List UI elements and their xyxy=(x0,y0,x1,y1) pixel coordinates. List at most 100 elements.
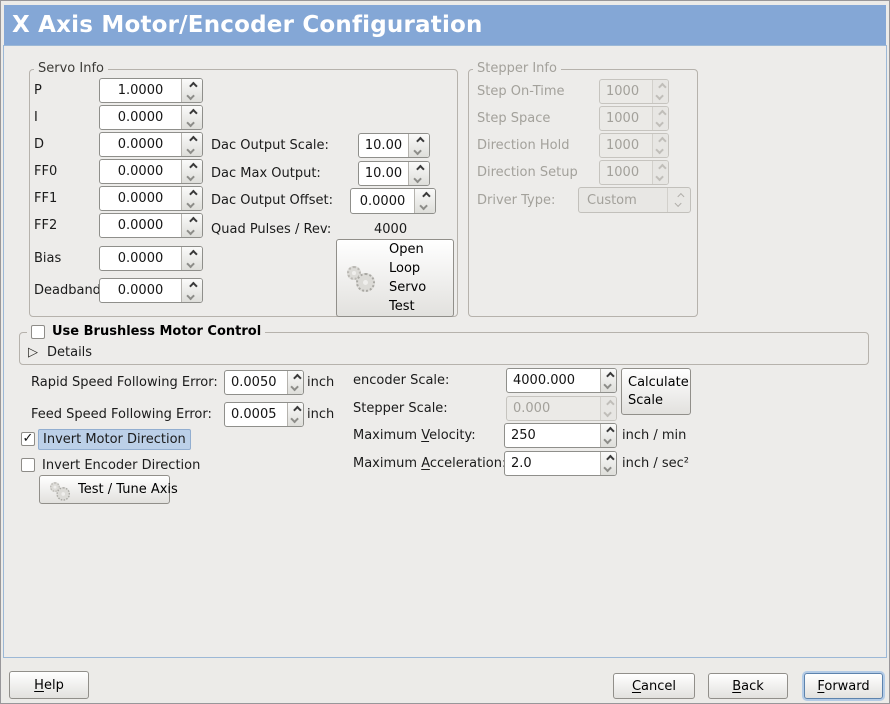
invert-motor-label[interactable]: Invert Motor Direction xyxy=(38,429,191,450)
spin-down-icon[interactable] xyxy=(602,380,612,390)
maximum-velocity-spin-buttons[interactable] xyxy=(600,424,616,447)
dac-output-offset-value[interactable]: 0.0000 xyxy=(359,193,406,209)
maximum-velocity-spinbox[interactable]: 250 xyxy=(504,423,617,448)
open-loop-servo-test-button[interactable]: Open Loop Servo Test xyxy=(336,239,454,317)
use-brushless-label[interactable]: Use Brushless Motor Control xyxy=(52,324,262,339)
dac-output-scale-value[interactable]: 10.00 xyxy=(364,138,403,153)
spin-up-icon[interactable] xyxy=(189,216,198,225)
spin-down-icon[interactable] xyxy=(186,291,195,300)
dac-max-output-spin-buttons[interactable] xyxy=(408,162,429,185)
spin-down-icon[interactable] xyxy=(413,146,422,155)
bias-spinbox-value[interactable]: 0.0000 xyxy=(117,251,164,266)
spin-down-icon[interactable] xyxy=(186,226,195,235)
stepper-scale-label: Stepper Scale: xyxy=(353,401,448,416)
dac-max-output-spinbox[interactable]: 10.00 xyxy=(358,161,430,186)
dac-max-output-value[interactable]: 10.00 xyxy=(364,166,403,181)
dac-output-offset-spinbox[interactable]: 0.0000 xyxy=(350,188,436,214)
spin-up-icon[interactable] xyxy=(189,135,198,144)
help-button-label: Help xyxy=(34,677,64,693)
dac-output-offset-spin-buttons[interactable] xyxy=(414,189,435,213)
rapid-following-error-value[interactable]: 0.0050 xyxy=(231,375,277,390)
spin-down-icon[interactable] xyxy=(289,382,299,392)
spin-down-icon[interactable] xyxy=(186,199,195,208)
i-spin-buttons[interactable] xyxy=(181,106,202,129)
spin-down-icon[interactable] xyxy=(186,145,195,154)
invert-encoder-checkbox[interactable] xyxy=(21,458,35,472)
spin-down-icon[interactable] xyxy=(186,91,195,100)
spin-down-icon[interactable] xyxy=(602,463,612,473)
maximum-velocity-value[interactable]: 250 xyxy=(511,428,536,443)
encoder-scale-value[interactable]: 4000.000 xyxy=(513,373,576,388)
ff0-spin-buttons[interactable] xyxy=(181,160,202,183)
ff2-spin-buttons[interactable] xyxy=(181,214,202,237)
p-spinbox-value[interactable]: 1.0000 xyxy=(117,83,164,98)
spin-up-icon[interactable] xyxy=(416,136,425,145)
spin-down-icon[interactable] xyxy=(289,414,299,424)
ff2-spinbox[interactable]: 0.0000 xyxy=(99,213,203,238)
calculate-scale-button[interactable]: Calculate Scale xyxy=(621,368,691,415)
spin-up-icon[interactable] xyxy=(416,164,425,173)
spin-down-icon[interactable] xyxy=(602,435,612,445)
cancel-button[interactable]: Cancel xyxy=(613,673,695,699)
spin-up-icon[interactable] xyxy=(605,454,615,464)
ff2-spinbox-value[interactable]: 0.0000 xyxy=(117,218,164,233)
maximum-acceleration-spin-buttons[interactable] xyxy=(600,452,616,475)
bias-spinbox[interactable]: 0.0000 xyxy=(99,246,203,271)
invert-encoder-label[interactable]: Invert Encoder Direction xyxy=(42,458,201,473)
p-label: P xyxy=(34,83,42,98)
spin-up-icon[interactable] xyxy=(189,281,198,290)
p-spinbox[interactable]: 1.0000 xyxy=(99,78,203,103)
feed-following-error-spinbox[interactable]: 0.0005 xyxy=(224,402,304,427)
spin-down-icon[interactable] xyxy=(186,118,195,127)
ff0-spinbox-value[interactable]: 0.0000 xyxy=(117,164,164,179)
ff1-spin-buttons[interactable] xyxy=(181,187,202,210)
spin-up-icon[interactable] xyxy=(605,426,615,436)
details-expander-icon[interactable]: ▷ xyxy=(28,345,38,360)
spin-up-icon[interactable] xyxy=(189,189,198,198)
i-spinbox-value[interactable]: 0.0000 xyxy=(117,110,164,125)
dac-output-scale-spin-buttons[interactable] xyxy=(408,134,429,157)
dac-output-offset-label: Dac Output Offset: xyxy=(211,193,333,208)
encoder-scale-spinbox[interactable]: 4000.000 xyxy=(506,368,617,393)
invert-motor-checkbox[interactable]: ✓ xyxy=(21,432,35,446)
rapid-following-error-spinbox[interactable]: 0.0050 xyxy=(224,370,304,395)
spin-up-icon[interactable] xyxy=(605,371,615,381)
help-button[interactable]: Help xyxy=(9,671,89,699)
deadband-spinbox[interactable]: 0.0000 xyxy=(99,278,203,303)
spin-up-icon[interactable] xyxy=(422,191,431,201)
spin-up-icon[interactable] xyxy=(292,373,302,383)
spin-up-icon[interactable] xyxy=(189,249,198,258)
bias-spin-buttons[interactable] xyxy=(181,247,202,270)
d-spinbox-value[interactable]: 0.0000 xyxy=(117,137,164,152)
d-spinbox[interactable]: 0.0000 xyxy=(99,132,203,157)
details-expander-label[interactable]: Details xyxy=(47,345,93,360)
d-spin-buttons[interactable] xyxy=(181,133,202,156)
maximum-acceleration-spinbox[interactable]: 2.0 xyxy=(504,451,617,476)
feed-following-error-spin-buttons[interactable] xyxy=(287,403,303,426)
spin-up-icon[interactable] xyxy=(189,108,198,117)
i-spinbox[interactable]: 0.0000 xyxy=(99,105,203,130)
dac-output-scale-spinbox[interactable]: 10.00 xyxy=(358,133,430,158)
feed-following-error-value[interactable]: 0.0005 xyxy=(231,407,277,422)
p-spin-buttons[interactable] xyxy=(181,79,202,102)
spin-down-icon[interactable] xyxy=(419,201,428,211)
spin-down-icon[interactable] xyxy=(186,172,195,181)
spin-up-icon[interactable] xyxy=(189,81,198,90)
spin-up-icon[interactable] xyxy=(292,405,302,415)
spin-down-icon[interactable] xyxy=(186,259,195,268)
deadband-spin-buttons[interactable] xyxy=(181,279,202,302)
spin-down-icon[interactable] xyxy=(413,174,422,183)
forward-button[interactable]: Forward xyxy=(804,673,883,699)
maximum-acceleration-value[interactable]: 2.0 xyxy=(511,456,532,471)
ff0-spinbox[interactable]: 0.0000 xyxy=(99,159,203,184)
spin-up-icon[interactable] xyxy=(189,162,198,171)
deadband-spinbox-value[interactable]: 0.0000 xyxy=(117,283,164,298)
back-button[interactable]: Back xyxy=(708,673,788,699)
use-brushless-checkbox[interactable] xyxy=(31,325,45,339)
test-tune-axis-button[interactable]: Test / Tune Axis xyxy=(39,475,178,504)
rapid-following-error-spin-buttons[interactable] xyxy=(287,371,303,394)
maximum-velocity-label: Maximum Velocity: xyxy=(353,428,476,443)
encoder-scale-spin-buttons[interactable] xyxy=(600,369,616,392)
ff1-spinbox-value[interactable]: 0.0000 xyxy=(117,191,164,206)
ff1-spinbox[interactable]: 0.0000 xyxy=(99,186,203,211)
